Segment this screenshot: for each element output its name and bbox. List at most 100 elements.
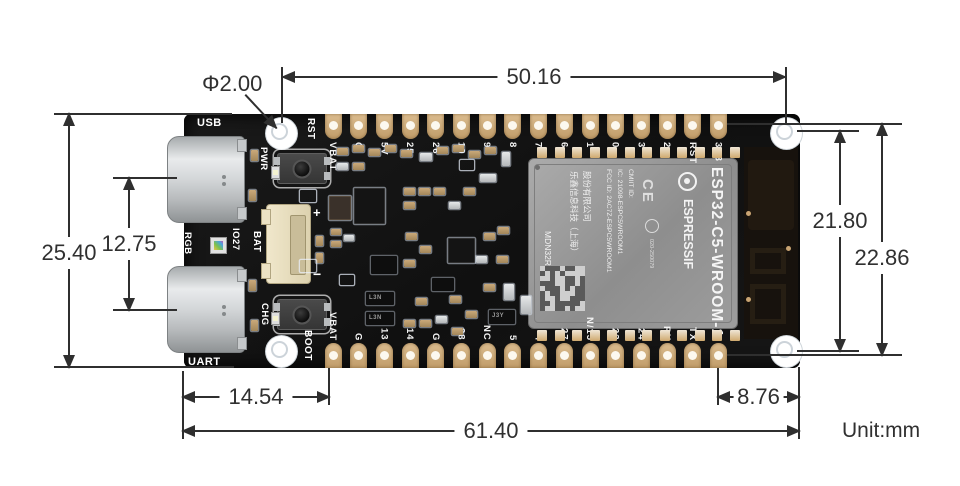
battery-connector-wing — [261, 263, 271, 279]
battery-connector-wing — [261, 209, 271, 225]
pin-hole — [482, 121, 492, 130]
charge-led — [271, 312, 280, 325]
smd-component — [420, 153, 432, 161]
espressif-logo-icon — [678, 172, 697, 191]
module-pad — [572, 147, 582, 158]
pin-hole — [714, 121, 723, 130]
smd-component — [436, 316, 447, 323]
smd-component — [249, 190, 256, 201]
dim-label: 12.75 — [96, 228, 162, 260]
smd-component — [404, 320, 415, 327]
module-pad — [677, 330, 687, 341]
pin-hole — [354, 121, 364, 130]
smd-component — [251, 320, 258, 331]
dim-hole-span-width: 50.16 — [281, 64, 787, 90]
uart-connector — [167, 266, 247, 353]
via-dot — [786, 246, 791, 251]
dim-hole-diameter-label: Φ2.00 — [202, 71, 263, 96]
dim-label: 50.16 — [497, 64, 571, 90]
ext-line — [727, 123, 902, 125]
module-pad — [659, 147, 670, 158]
module-cert-text: FCC ID: 2AC7Z-ESPC5WROOM1 IC: 21098-ESPC… — [603, 169, 636, 272]
smd-component — [404, 202, 415, 209]
module-pad — [607, 147, 617, 158]
dim-label: 21.80 — [807, 205, 873, 238]
ext-line — [328, 367, 330, 405]
pin-label-top: 1 — [584, 142, 595, 149]
pin-label-bottom: TX — [686, 326, 698, 341]
cert-circle-icon — [645, 219, 659, 233]
dim-label: 61.40 — [454, 418, 528, 444]
pin-label-top: 9 — [481, 142, 493, 149]
pin-hole — [559, 121, 569, 130]
pin-label-top: 7 — [532, 142, 544, 149]
smd-component — [366, 312, 394, 325]
module-shield-seam — [534, 164, 732, 323]
module-name: ESP32-C5-WROOM-1 — [708, 167, 725, 339]
smd-component — [485, 147, 496, 154]
silk-pwr-label: PWR — [258, 147, 269, 171]
silk-minus-mark: − — [313, 266, 322, 282]
module-pad — [677, 147, 687, 158]
module-cmiit: CMIIT ID: — [627, 169, 634, 198]
pin-label-top: RST — [686, 142, 698, 164]
module-pad — [624, 330, 635, 341]
smd-component — [340, 275, 354, 285]
cert-number: 020-250079 — [648, 239, 654, 269]
pin-label-top: 5V — [378, 142, 390, 156]
smd-component — [420, 246, 431, 253]
dim-label: 22.86 — [849, 242, 915, 275]
smd-component — [406, 233, 417, 240]
pin-hole — [508, 121, 518, 130]
smd-component — [316, 236, 323, 246]
smd-component — [464, 188, 475, 195]
dim-label: 25.40 — [36, 237, 102, 270]
pin-label-bottom: 24 — [635, 328, 647, 341]
pin-hole — [688, 121, 698, 130]
dim-edge-to-first-pin: 14.54 — [181, 384, 331, 410]
pin-hole — [457, 351, 466, 360]
pin-hole — [662, 351, 672, 360]
smd-component — [437, 147, 448, 154]
smd-component — [366, 292, 394, 305]
usb-leg — [237, 269, 247, 282]
chip-marking: J3Y — [492, 313, 505, 319]
silk-uart-label: UART — [188, 356, 221, 368]
dim-hole-span-height: 21.80 — [807, 129, 873, 353]
usb-connector — [167, 136, 247, 223]
pin-hole — [585, 121, 595, 130]
pin-label-bottom: 14 — [404, 328, 416, 341]
antenna-meander — [750, 284, 786, 324]
smd-component — [329, 196, 351, 220]
smd-component — [249, 280, 256, 291]
usb-leg — [237, 337, 247, 350]
pin-hole — [559, 351, 569, 360]
boot-button — [274, 299, 330, 330]
chip-marking: L3N — [369, 295, 382, 301]
silk-plus-mark: + — [313, 205, 322, 220]
module-pad — [554, 147, 565, 158]
smd-component — [344, 235, 354, 241]
ext-line — [54, 366, 234, 368]
module-pin1-dot — [535, 165, 540, 170]
smd-component — [484, 233, 495, 240]
module-pad — [572, 330, 582, 341]
pin-hole — [379, 351, 389, 360]
pin-hole — [714, 351, 723, 360]
pin-label-top: 25 — [404, 142, 416, 155]
ext-line — [727, 354, 902, 356]
battery-connector — [261, 204, 311, 284]
smd-component — [354, 188, 385, 224]
smd-component — [331, 229, 341, 235]
smd-component — [480, 174, 496, 182]
dim-usb-spacing: 12.75 — [96, 176, 162, 312]
silk-io27-label: IO27 — [230, 228, 241, 251]
pin-label-bottom: NC — [481, 325, 493, 341]
company-line: 股份有限公司 — [582, 171, 592, 223]
usb-dimple — [222, 175, 226, 179]
module-brand: ESPRESSIF — [681, 199, 695, 270]
pin-hole — [611, 121, 621, 130]
pin-label-top: 26 — [429, 142, 441, 155]
silk-chg-label: CHG — [259, 303, 270, 326]
smd-component — [466, 311, 477, 318]
